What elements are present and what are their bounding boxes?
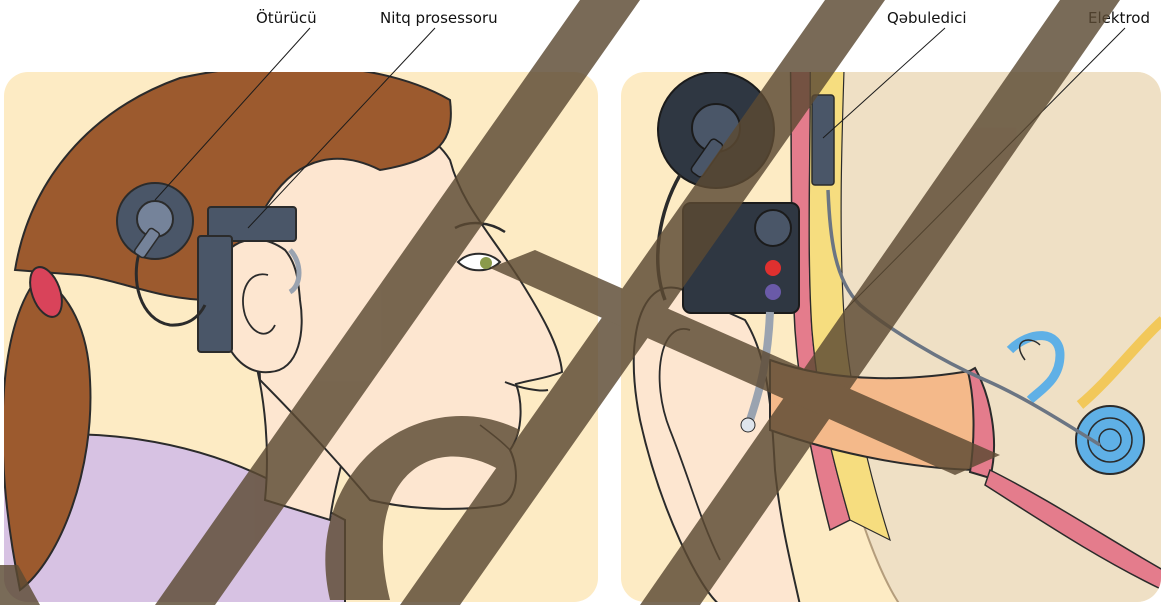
processor-dial — [755, 210, 791, 246]
processor-red-light — [765, 260, 781, 276]
speech-processor-body — [198, 236, 232, 352]
iris — [480, 257, 492, 269]
processor-purple-button — [765, 284, 781, 300]
processor-earpiece — [741, 418, 755, 432]
cochlea — [1076, 406, 1144, 474]
receiver-implant — [812, 95, 834, 185]
